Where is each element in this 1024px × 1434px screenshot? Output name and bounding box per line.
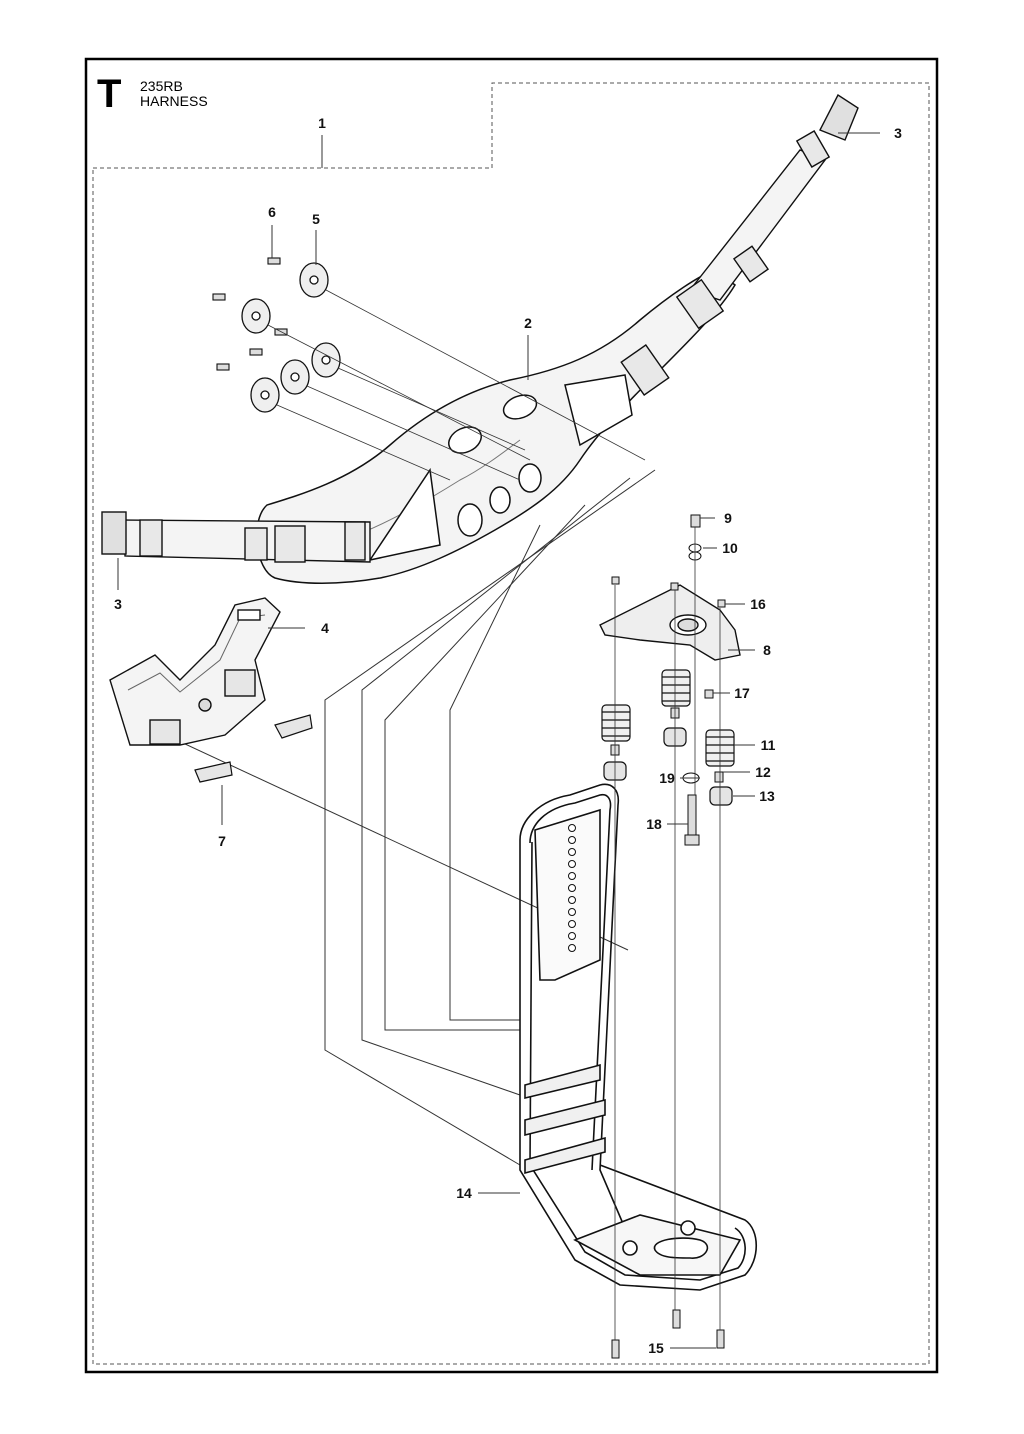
callout-5: 5 [312,211,320,227]
clip-parts [194,714,313,783]
callout-19: 19 [659,770,675,786]
assembly-lines-mount [614,527,721,1340]
washer-parts [241,262,341,413]
page-frame [84,57,939,1374]
assembly-group-outline [92,82,930,1365]
callout-9: 9 [724,510,732,526]
callout-8: 8 [763,642,771,658]
section-letter: T [97,72,122,116]
mount-plate-part [599,584,741,661]
strap-left-part [101,511,371,563]
connection-outlines [154,469,656,1166]
back-frame-part [519,783,757,1291]
callout-15: 15 [648,1340,664,1356]
callout-3-left: 3 [114,596,122,612]
callout-14: 14 [456,1185,472,1201]
callout-17: 17 [734,685,750,701]
diagram-title: HARNESS [140,93,208,109]
callout-7: 7 [218,833,226,849]
callout-10: 10 [722,540,738,556]
callout-11: 11 [760,737,776,753]
hip-plate-part [109,597,281,746]
callout-2: 2 [524,315,532,331]
frame-holes [568,824,576,952]
strap-right-part [620,93,859,396]
model-label: 235RB [140,78,183,94]
callout-1: 1 [318,115,326,131]
leaders-right [117,132,880,1349]
spring-parts [601,669,735,767]
shoulder-pad-part [255,269,736,584]
callout-4: 4 [321,620,329,636]
callout-12: 12 [755,764,771,780]
callout-18: 18 [646,816,662,832]
callout-16: 16 [750,596,766,612]
callout-6: 6 [268,204,276,220]
callout-13: 13 [759,788,775,804]
callout-3-right: 3 [894,125,902,141]
assembly-lines-top [267,289,646,481]
